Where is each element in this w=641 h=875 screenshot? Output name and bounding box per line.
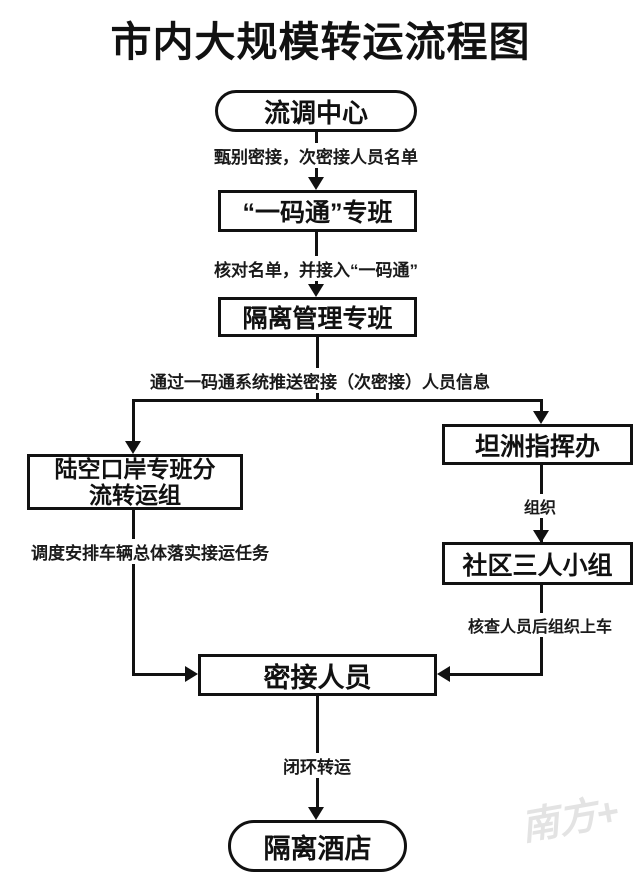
node-community-three-person-group: 社区三人小组 <box>442 542 633 585</box>
nanfang-plus-watermark: 南方+ <box>517 790 622 850</box>
page-title: 市内大规模转运流程图 <box>110 19 531 65</box>
arrowhead-down-icon <box>125 441 141 454</box>
arrowhead-down-icon <box>308 807 324 820</box>
edge-label-screen-list: 甄别密接，次密接人员名单 <box>211 143 421 168</box>
node-epidemiological-investigation-center: 流调中心 <box>215 90 417 132</box>
arrowhead-down-icon <box>533 411 549 424</box>
node-label: “一码通”专班 <box>242 199 393 227</box>
arrowhead-right-icon <box>185 666 198 682</box>
node-label: 社区三人小组 <box>462 551 613 580</box>
node-one-code-pass-team: “一码通”专班 <box>218 190 417 232</box>
edge-label-push-info: 通过一码通系统推送密接（次密接）人员信息 <box>147 368 493 393</box>
arrowhead-down-icon <box>308 177 324 190</box>
connector-line <box>449 673 543 676</box>
edge-label-check-list: 核对名单，并接入“一码通” <box>211 256 421 281</box>
edge-label-dispatch: 调度安排车辆总体落实接运任务 <box>28 539 272 564</box>
connector-split-line <box>132 399 543 402</box>
node-label: 坦洲指挥办 <box>474 432 600 461</box>
edge-label-organize: 组织 <box>520 494 560 518</box>
node-tanzhou-command-office: 坦洲指挥办 <box>442 424 633 465</box>
arrowhead-down-icon <box>308 284 324 297</box>
node-label: 隔离管理专班 <box>242 305 393 333</box>
node-label: 密接人员 <box>263 662 372 693</box>
node-quarantine-hotel: 隔离酒店 <box>228 820 407 872</box>
edge-label-closed-loop: 闭环转运 <box>280 753 354 778</box>
connector-line <box>132 508 135 676</box>
connector-line <box>132 673 186 676</box>
node-label: 隔离酒店 <box>263 833 372 864</box>
node-close-contacts: 密接人员 <box>198 654 437 696</box>
node-quarantine-management-team: 隔离管理专班 <box>218 297 417 337</box>
connector-line <box>540 399 543 412</box>
connector-line <box>316 696 319 808</box>
arrowhead-left-icon <box>437 666 450 682</box>
node-land-air-port-transfer-group: 陆空口岸专班分 流转运组 <box>27 454 243 510</box>
node-label-line1: 陆空口岸专班分 <box>54 456 216 482</box>
node-label: 流调中心 <box>263 97 368 128</box>
connector-line <box>132 399 135 442</box>
node-label-line2: 流转运组 <box>89 482 181 508</box>
arrowhead-down-icon <box>533 530 549 543</box>
edge-label-verify-board: 核查人员后组织上车 <box>464 613 616 637</box>
